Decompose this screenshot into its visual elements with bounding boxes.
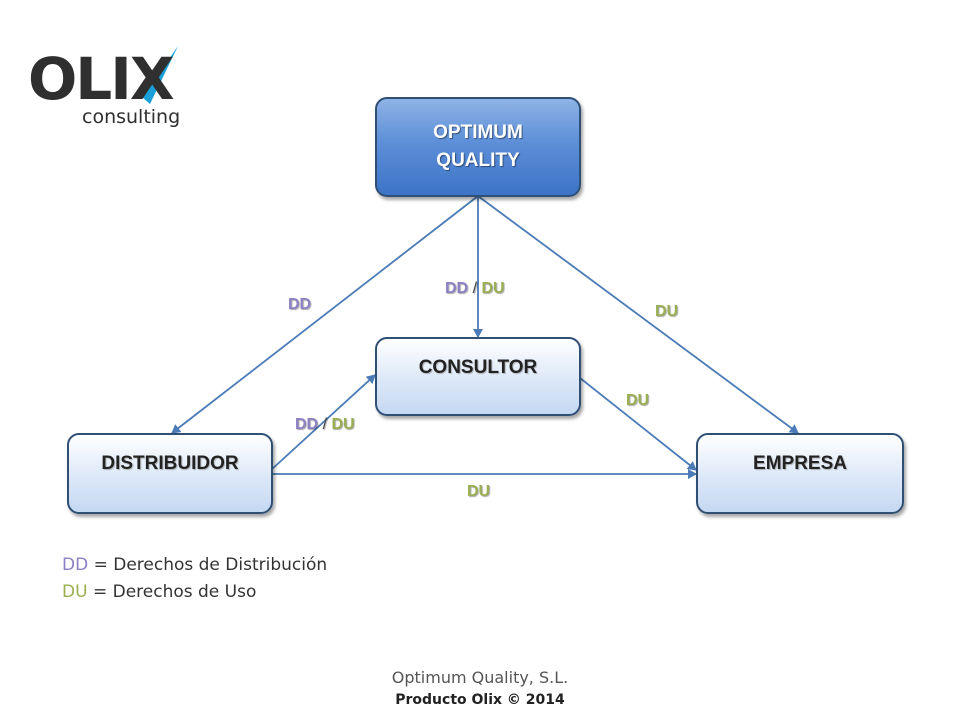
node-consultor-label: CONSULTOR [418,356,538,378]
label-dd: DD [295,416,319,433]
label-separator: / [322,416,328,433]
logo-wordmark: OLIX [28,45,175,113]
edge-label-top-distribuidor: DD [288,296,311,314]
node-empresa: EMPRESA [696,433,904,514]
legend-text-dd: = Derechos de Distribución [88,555,328,575]
footer-product: Producto Olix © 2014 [395,692,565,708]
label-dd: DD [288,296,312,313]
legend-text-du: = Derechos de Uso [87,582,257,602]
legend-key-dd: DD [62,555,89,575]
node-optimum-quality-line1: OPTIMUM [433,122,523,143]
label-du: DU [655,303,679,320]
arrow-top-to-empresa [477,195,799,434]
node-empresa-label: EMPRESA [753,452,847,474]
olix-logo [28,40,188,130]
node-distribuidor-label: DISTRIBUIDOR [101,452,239,474]
label-dd: DD [445,280,469,297]
label-separator: / [472,280,478,297]
label-du: DU [467,483,491,500]
edge-label-top-empresa: DU [655,303,678,321]
logo-check-icon [136,46,178,104]
node-distribuidor: DISTRIBUIDOR [67,433,273,514]
node-consultor: CONSULTOR [375,337,581,416]
legend-key-du: DU [62,582,88,602]
label-du: DU [331,416,355,433]
node-optimum-quality: OPTIMUM QUALITY [375,97,581,197]
arrow-top-to-distribuidor [171,195,479,434]
footer-company: Optimum Quality, S.L. [391,668,569,687]
edge-label-top-consultor: DD / DU [445,280,505,298]
legend-item-dd: DD = Derechos de Distribución [62,555,327,575]
arrow-consultor-to-empresa [579,377,697,471]
edge-label-consultor-empresa: DU [626,392,649,410]
arrow-distribuidor-to-consultor [270,374,376,471]
label-du: DU [626,392,650,409]
label-du: DU [481,280,505,297]
legend-item-du: DU = Derechos de Uso [62,582,256,602]
edge-label-distribuidor-empresa: DU [467,483,490,501]
node-optimum-quality-line2: QUALITY [436,150,520,171]
edge-label-distribuidor-consultor: DD / DU [295,416,355,434]
logo-subtitle: consulting [82,106,181,128]
